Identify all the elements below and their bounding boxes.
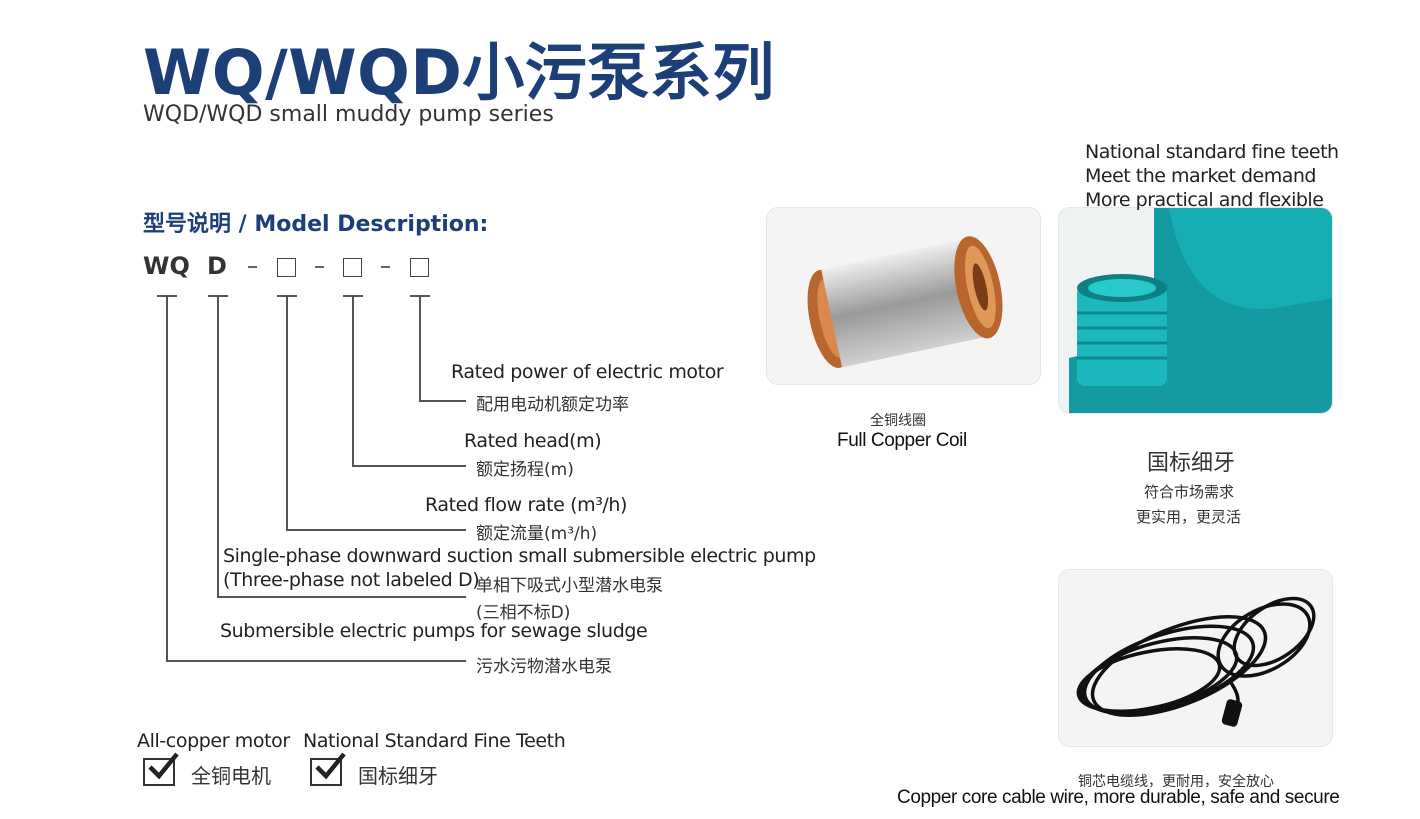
code-prefix: WQ <box>143 252 190 280</box>
copper-cable-image <box>1058 569 1333 747</box>
pump-thread-image <box>1058 207 1333 414</box>
fine-teeth-en-line-2: Meet the market demand <box>1085 165 1316 187</box>
copper-coil-icon <box>807 236 1003 368</box>
power-label-cn: 配用电动机额定功率 <box>476 395 629 415</box>
code-box-flow <box>277 258 296 277</box>
fine-teeth-cn-line-1: 符合市场需求 <box>1144 484 1235 501</box>
code-box-power <box>410 258 429 277</box>
single-phase-label-cn: 单相下吸式小型潜水电泵 <box>476 576 663 596</box>
coil-caption-cn: 全铜线圈 <box>870 412 926 428</box>
model-code: WQ <box>143 252 190 282</box>
copper-coil-image <box>766 207 1041 385</box>
feature-copper-motor-cn: 全铜电机 <box>191 764 271 788</box>
fine-teeth-en-line-3: More practical and flexible <box>1085 189 1324 211</box>
page-subtitle: WQD/WQD small muddy pump series <box>143 102 554 127</box>
feature-copper-motor-en: All-copper motor <box>137 730 290 752</box>
model-description-heading: 型号说明 / Model Description: <box>143 212 489 237</box>
head-label-en: Rated head(m) <box>464 430 602 452</box>
code-letter: D <box>207 252 227 280</box>
power-label-en: Rated power of electric motor <box>451 361 724 383</box>
cable-icon <box>1076 596 1316 727</box>
pump-icon <box>1059 208 1332 413</box>
coil-caption-en: Full Copper Coil <box>837 430 967 451</box>
checkbox-checked-icon <box>310 752 346 786</box>
sewage-label-en: Submersible electric pumps for sewage sl… <box>220 620 648 642</box>
cable-caption-en: Copper core cable wire, more durable, sa… <box>897 787 1340 808</box>
flow-label-en: Rated flow rate (m³/h) <box>425 494 628 516</box>
fine-teeth-cn-line-2: 更实用，更灵活 <box>1136 509 1242 526</box>
code-dash <box>315 266 324 268</box>
head-label-cn: 额定扬程(m) <box>476 460 574 480</box>
code-dash <box>248 266 257 268</box>
sewage-label-cn: 污水污物潜水电泵 <box>476 657 612 677</box>
cable-caption-cn: 铜芯电缆线，更耐用，安全放心 <box>1078 773 1274 789</box>
single-phase-label-en: Single-phase downward suction small subm… <box>223 545 816 567</box>
fine-teeth-title-cn: 国标细牙 <box>1147 450 1236 475</box>
checkbox-checked-icon <box>143 752 179 786</box>
code-box-head <box>343 258 362 277</box>
feature-fine-teeth-cn: 国标细牙 <box>358 764 438 788</box>
flow-label-cn: 额定流量(m³/h) <box>476 524 598 544</box>
three-phase-note-cn: (三相不标D) <box>476 603 571 623</box>
three-phase-note-en: (Three-phase not labeled D) <box>223 569 480 591</box>
fine-teeth-en-line-1: National standard fine teeth <box>1085 141 1339 163</box>
page-title: WQ/WQD小污泵系列 <box>143 36 775 109</box>
code-dash <box>381 266 390 268</box>
feature-fine-teeth-en: National Standard Fine Teeth <box>303 730 566 752</box>
